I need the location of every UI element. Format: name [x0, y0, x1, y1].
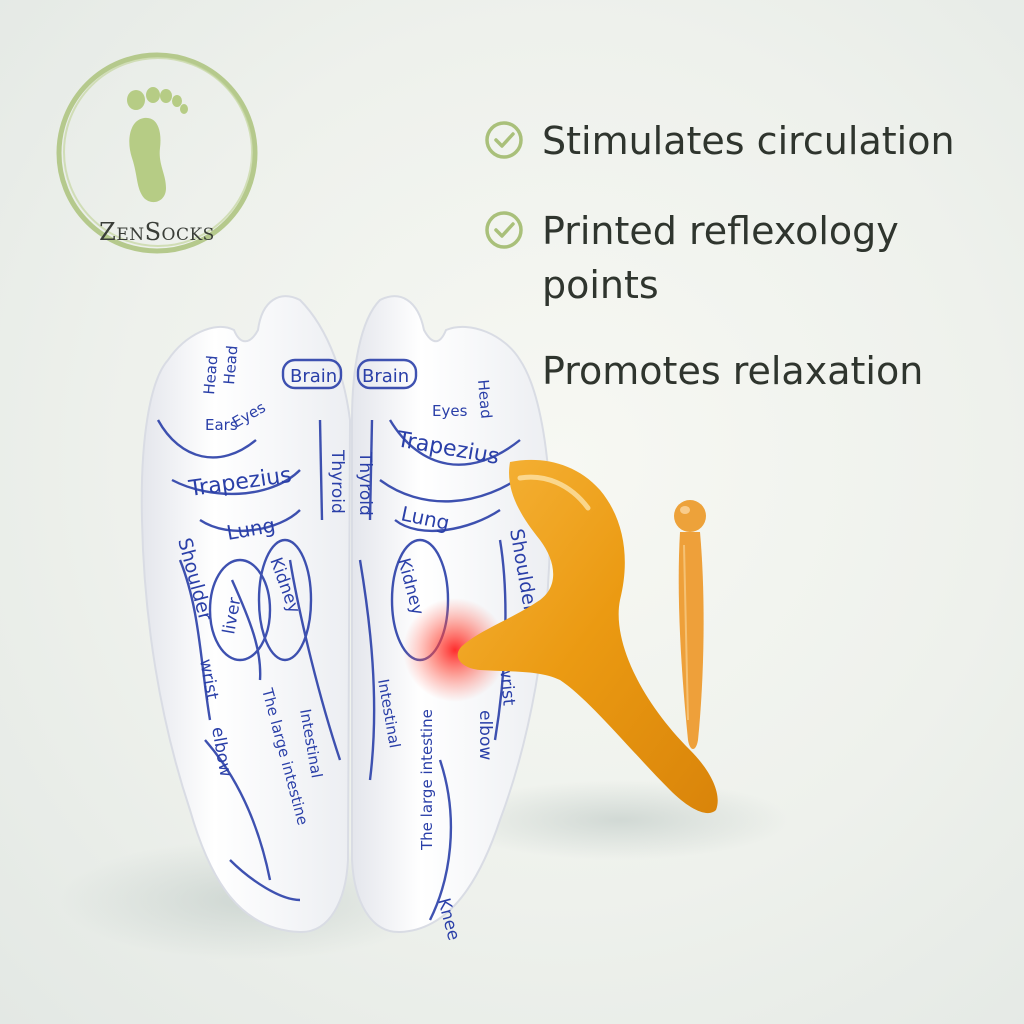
svg-text:Head: Head [220, 345, 241, 386]
benefit-item: Printed reflexology points [482, 204, 1002, 312]
svg-text:Eyes: Eyes [432, 402, 468, 420]
check-circle-icon [485, 121, 523, 159]
benefit-item: Promotes relaxation [482, 344, 1002, 398]
left-sock: Brain Trapezius Lung Shoulder liver Kidn… [140, 295, 352, 934]
check-circle-icon [485, 211, 523, 249]
svg-text:Head: Head [474, 379, 495, 420]
svg-text:Thyroid: Thyroid [355, 451, 375, 516]
massage-stick [674, 500, 706, 749]
benefit-text: Promotes relaxation [542, 349, 924, 393]
svg-text:Ears: Ears [205, 416, 238, 434]
benefit-text: Printed reflexology points [542, 209, 899, 307]
benefit-text: Stimulates circulation [542, 119, 955, 163]
svg-text:elbow: elbow [475, 710, 495, 760]
massage-tool [457, 459, 718, 814]
footprint-icon [127, 87, 188, 203]
logo-circle [56, 52, 258, 254]
brand-name: ZenSocks [99, 218, 215, 246]
svg-text:The large intestine: The large intestine [418, 709, 436, 851]
highlight-spot [403, 598, 507, 702]
svg-text:Brain: Brain [290, 366, 337, 387]
svg-text:Brain: Brain [362, 366, 409, 387]
svg-text:Thyroid: Thyroid [327, 449, 347, 514]
svg-text:Head: Head [200, 355, 221, 396]
svg-text:wrist: wrist [495, 664, 519, 707]
brand-logo: ZenSocks [52, 48, 262, 258]
benefit-item: Stimulates circulation [482, 114, 1002, 168]
